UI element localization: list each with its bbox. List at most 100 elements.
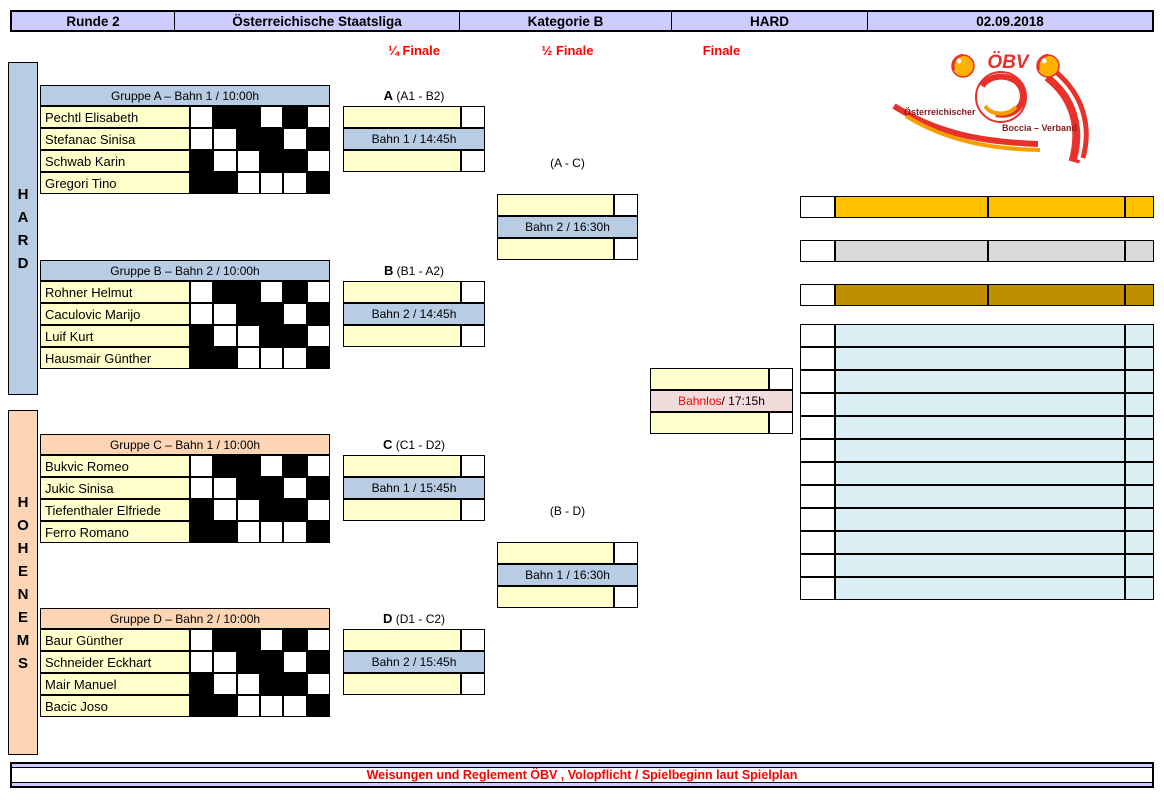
qf-D-score-bottom[interactable] xyxy=(461,673,485,695)
grid-score-cell[interactable] xyxy=(260,695,283,717)
grid-score-cell[interactable] xyxy=(237,695,260,717)
placement-name-cell-11[interactable] xyxy=(835,554,1125,577)
qf-C-score-top[interactable] xyxy=(461,455,485,477)
qf-A-score-top[interactable] xyxy=(461,106,485,128)
grid-score-cell[interactable] xyxy=(190,303,213,325)
grid-score-cell[interactable] xyxy=(237,150,260,172)
grid-score-cell[interactable] xyxy=(260,629,283,651)
placement-rank-cell-5[interactable] xyxy=(800,416,835,439)
silver-detail-cell[interactable] xyxy=(988,240,1125,262)
bronze-detail-cell[interactable] xyxy=(988,284,1125,306)
qf-A-score-bottom[interactable] xyxy=(461,150,485,172)
gold-detail-cell[interactable] xyxy=(988,196,1125,218)
gold-rank-cell[interactable] xyxy=(800,196,835,218)
placement-name-cell-5[interactable] xyxy=(835,416,1125,439)
grid-score-cell[interactable] xyxy=(260,347,283,369)
placement-points-cell-12[interactable] xyxy=(1125,577,1154,600)
placement-name-cell-12[interactable] xyxy=(835,577,1125,600)
grid-score-cell[interactable] xyxy=(213,150,237,172)
placement-points-cell-11[interactable] xyxy=(1125,554,1154,577)
sf-1-slot-top[interactable] xyxy=(497,194,614,216)
grid-score-cell[interactable] xyxy=(283,521,307,543)
grid-score-cell[interactable] xyxy=(283,695,307,717)
placement-rank-cell-2[interactable] xyxy=(800,347,835,370)
grid-score-cell[interactable] xyxy=(213,128,237,150)
placement-rank-cell-7[interactable] xyxy=(800,462,835,485)
placement-points-cell-6[interactable] xyxy=(1125,439,1154,462)
placement-rank-cell-6[interactable] xyxy=(800,439,835,462)
sf-2-score-top[interactable] xyxy=(614,542,638,564)
grid-score-cell[interactable] xyxy=(213,477,237,499)
grid-score-cell[interactable] xyxy=(213,651,237,673)
final-slot-top[interactable] xyxy=(650,368,769,390)
placement-points-cell-2[interactable] xyxy=(1125,347,1154,370)
grid-score-cell[interactable] xyxy=(190,477,213,499)
grid-score-cell[interactable] xyxy=(237,347,260,369)
placement-points-cell-9[interactable] xyxy=(1125,508,1154,531)
placement-points-cell-7[interactable] xyxy=(1125,462,1154,485)
qf-D-score-top[interactable] xyxy=(461,629,485,651)
placement-name-cell-2[interactable] xyxy=(835,347,1125,370)
grid-score-cell[interactable] xyxy=(283,172,307,194)
grid-score-cell[interactable] xyxy=(237,521,260,543)
placement-rank-cell-1[interactable] xyxy=(800,324,835,347)
placement-name-cell-8[interactable] xyxy=(835,485,1125,508)
qf-A-slot-top[interactable] xyxy=(343,106,461,128)
grid-score-cell[interactable] xyxy=(260,281,283,303)
grid-score-cell[interactable] xyxy=(237,172,260,194)
sf-1-score-bottom[interactable] xyxy=(614,238,638,260)
placement-rank-cell-4[interactable] xyxy=(800,393,835,416)
grid-score-cell[interactable] xyxy=(260,172,283,194)
grid-score-cell[interactable] xyxy=(213,325,237,347)
placement-name-cell-9[interactable] xyxy=(835,508,1125,531)
grid-score-cell[interactable] xyxy=(190,629,213,651)
sf-2-slot-bottom[interactable] xyxy=(497,586,614,608)
grid-score-cell[interactable] xyxy=(307,629,330,651)
grid-score-cell[interactable] xyxy=(260,455,283,477)
silver-points-cell[interactable] xyxy=(1125,240,1154,262)
sf-2-score-bottom[interactable] xyxy=(614,586,638,608)
grid-score-cell[interactable] xyxy=(283,477,307,499)
qf-A-slot-bottom[interactable] xyxy=(343,150,461,172)
placement-points-cell-4[interactable] xyxy=(1125,393,1154,416)
qf-D-slot-bottom[interactable] xyxy=(343,673,461,695)
placement-rank-cell-3[interactable] xyxy=(800,370,835,393)
grid-score-cell[interactable] xyxy=(260,521,283,543)
placement-name-cell-4[interactable] xyxy=(835,393,1125,416)
placement-points-cell-5[interactable] xyxy=(1125,416,1154,439)
placement-points-cell-3[interactable] xyxy=(1125,370,1154,393)
qf-C-slot-bottom[interactable] xyxy=(343,499,461,521)
sf-2-slot-top[interactable] xyxy=(497,542,614,564)
placement-rank-cell-9[interactable] xyxy=(800,508,835,531)
silver-winner-cell[interactable] xyxy=(835,240,988,262)
grid-score-cell[interactable] xyxy=(307,499,330,521)
grid-score-cell[interactable] xyxy=(283,128,307,150)
qf-D-slot-top[interactable] xyxy=(343,629,461,651)
qf-B-slot-top[interactable] xyxy=(343,281,461,303)
silver-rank-cell[interactable] xyxy=(800,240,835,262)
gold-points-cell[interactable] xyxy=(1125,196,1154,218)
bronze-winner-cell[interactable] xyxy=(835,284,988,306)
grid-score-cell[interactable] xyxy=(237,673,260,695)
grid-score-cell[interactable] xyxy=(190,651,213,673)
grid-score-cell[interactable] xyxy=(213,303,237,325)
qf-B-score-bottom[interactable] xyxy=(461,325,485,347)
final-score-bottom[interactable] xyxy=(769,412,793,434)
grid-score-cell[interactable] xyxy=(190,106,213,128)
grid-score-cell[interactable] xyxy=(307,455,330,477)
bronze-points-cell[interactable] xyxy=(1125,284,1154,306)
grid-score-cell[interactable] xyxy=(307,325,330,347)
grid-score-cell[interactable] xyxy=(283,303,307,325)
placement-name-cell-7[interactable] xyxy=(835,462,1125,485)
grid-score-cell[interactable] xyxy=(190,455,213,477)
qf-C-slot-top[interactable] xyxy=(343,455,461,477)
qf-B-slot-bottom[interactable] xyxy=(343,325,461,347)
placement-name-cell-3[interactable] xyxy=(835,370,1125,393)
gold-winner-cell[interactable] xyxy=(835,196,988,218)
placement-rank-cell-10[interactable] xyxy=(800,531,835,554)
bronze-rank-cell[interactable] xyxy=(800,284,835,306)
grid-score-cell[interactable] xyxy=(260,106,283,128)
placement-name-cell-10[interactable] xyxy=(835,531,1125,554)
placement-rank-cell-12[interactable] xyxy=(800,577,835,600)
grid-score-cell[interactable] xyxy=(283,651,307,673)
